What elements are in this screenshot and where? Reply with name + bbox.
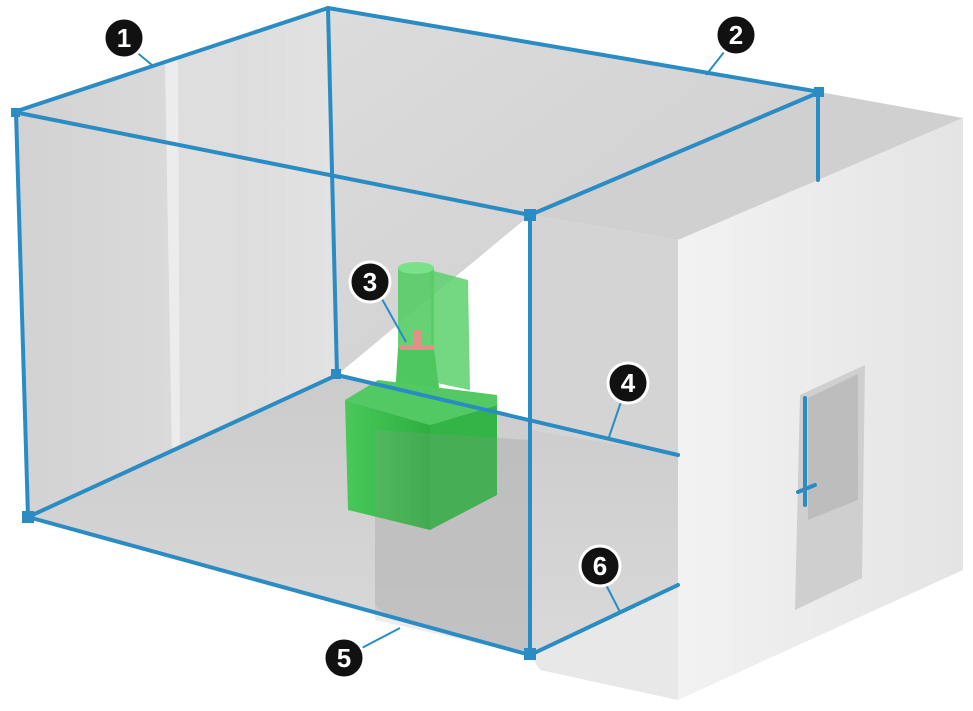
corner-bracket	[814, 87, 824, 97]
frame-post-front-left	[14, 110, 30, 519]
corner-bracket	[22, 511, 34, 523]
wall-column-edge	[165, 57, 180, 462]
callout-5-number: 5	[337, 643, 351, 673]
equipment-base-top	[345, 380, 497, 425]
callouts: 1 2 3 4 5 6	[102, 13, 758, 680]
frame-post-back-left	[326, 6, 339, 377]
callout-2: 2	[714, 13, 758, 57]
equipment-column-top	[398, 262, 434, 274]
corner-bracket	[11, 108, 20, 117]
enclosure-frame	[12, 6, 822, 657]
equipment-neck	[395, 348, 440, 395]
right-inner-wall	[530, 215, 678, 455]
callout-1-number: 1	[117, 23, 131, 53]
frame-top-front	[12, 110, 532, 217]
tool-marker	[413, 330, 421, 350]
corner-bracket	[331, 369, 341, 379]
glass-panel-shade	[375, 430, 530, 655]
callout-4-number: 4	[621, 368, 636, 398]
callout-6-number: 6	[593, 551, 607, 581]
frame-corners	[11, 87, 824, 660]
callout-1: 1	[102, 16, 146, 60]
frame-door-sill	[796, 483, 817, 494]
equipment-unit	[345, 262, 497, 530]
equipment-base-side	[430, 405, 497, 530]
leader-5	[357, 627, 401, 651]
corner-bracket	[524, 209, 536, 221]
equipment-tower	[430, 270, 470, 390]
leader-3	[377, 291, 407, 343]
frame-top-left	[12, 6, 330, 114]
callout-3-number: 3	[363, 267, 377, 297]
frame-top-right	[528, 90, 822, 217]
back-wall	[328, 8, 820, 375]
frame-bottom-right	[528, 583, 680, 657]
callout-3: 3	[348, 260, 392, 304]
side-wall-top	[530, 92, 963, 240]
callout-6: 6	[578, 544, 622, 588]
tool-marker-arm	[400, 345, 434, 350]
callout-5: 5	[322, 636, 366, 680]
front-skirt	[530, 585, 678, 700]
equipment-base-front	[345, 400, 430, 530]
callout-2-number: 2	[729, 20, 743, 50]
side-doorway-inner	[808, 374, 858, 520]
frame-bottom-left	[26, 373, 339, 519]
frame-top-back	[326, 6, 822, 94]
frame-bottom-back	[335, 373, 680, 457]
corner-bracket	[524, 648, 536, 660]
frame-bottom-front	[26, 515, 532, 657]
callout-4: 4	[606, 361, 650, 405]
